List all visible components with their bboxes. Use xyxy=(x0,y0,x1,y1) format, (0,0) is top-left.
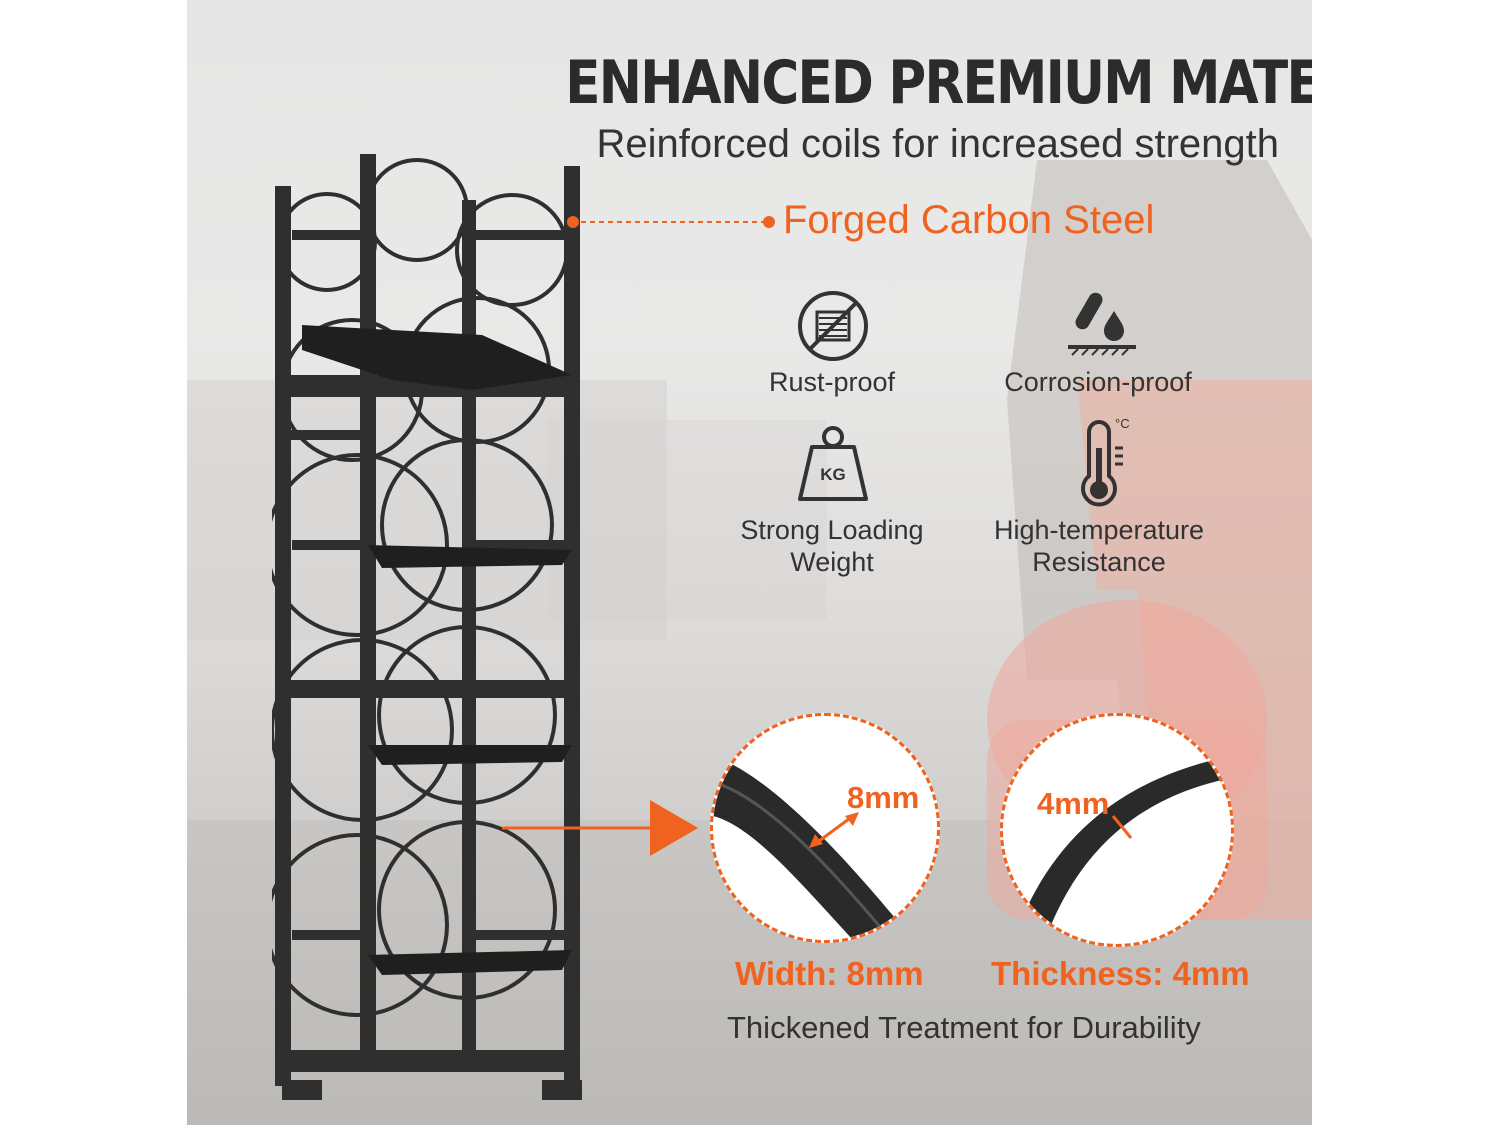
width-coil-closeup xyxy=(713,756,913,940)
thermometer-icon xyxy=(1081,420,1123,507)
feature-label-strong-loading-line2: Weight xyxy=(790,547,874,577)
rust-proof-icon xyxy=(798,291,868,361)
width-caption: Width: 8mm xyxy=(735,955,924,992)
feature-label-high-temperature-line1: High-temperature xyxy=(993,515,1205,545)
width-dim-label: 8mm xyxy=(847,780,920,815)
treatment-caption: Thickened Treatment for Durability xyxy=(727,1010,1201,1045)
feature-label-strong-loading: Strong Loading Weight xyxy=(717,514,947,578)
cylinder-rack-image xyxy=(272,154,582,1100)
feature-label-strong-loading-line1: Strong Loading xyxy=(740,515,924,545)
thickness-detail-zoom xyxy=(1000,713,1234,947)
page-subtitle: Reinforced coils for increased strength xyxy=(596,122,1279,166)
thickness-coil-closeup xyxy=(1023,756,1231,930)
feature-label-high-temperature-line2: Resistance xyxy=(1032,547,1166,577)
width-detail-zoom xyxy=(710,713,940,943)
product-card: ENHANCED PREMIUM MATERIALS Reinforced co… xyxy=(187,0,1312,1125)
feature-label-rust-proof: Rust-proof xyxy=(768,367,896,397)
feature-label-corrosion-proof: Corrosion-proof xyxy=(1004,367,1192,397)
thickness-dim-label: 4mm xyxy=(1037,786,1110,821)
background-house xyxy=(547,420,827,620)
corrosion-proof-icon xyxy=(1068,292,1136,356)
zoom-arrow xyxy=(502,800,698,856)
feature-label-high-temperature: High-temperature Resistance xyxy=(977,514,1221,578)
celsius-icon-text: °C xyxy=(1115,416,1130,431)
kg-icon-text: KG xyxy=(820,465,846,484)
material-callout: Forged Carbon Steel xyxy=(783,198,1155,242)
page-title: ENHANCED PREMIUM MATERIALS xyxy=(565,48,1312,118)
thickness-caption: Thickness: 4mm xyxy=(991,955,1250,992)
kg-weight-icon xyxy=(798,426,868,501)
callout-leader-line xyxy=(567,216,775,228)
